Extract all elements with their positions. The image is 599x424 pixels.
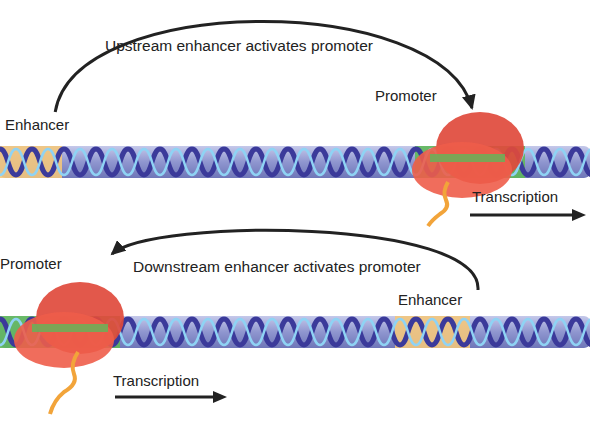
region-label: Promoter: [375, 87, 437, 105]
activation-arrow: [112, 230, 478, 290]
dna-region: Enhancer: [392, 290, 480, 352]
region-label: Promoter: [0, 255, 62, 273]
edge-label: Downstream enhancer activates promoter: [133, 258, 421, 276]
promoter-contact: [32, 324, 108, 332]
rna-strand: [428, 182, 448, 226]
arrow-head: [572, 209, 586, 221]
transcription-arrow: [115, 396, 215, 399]
activation-arrow: [55, 21, 472, 112]
edge-label: Upstream enhancer activates promoter: [105, 37, 373, 55]
dna-region: Enhancer: [0, 112, 80, 178]
arrow-head: [213, 391, 227, 403]
direction-label: Transcription: [113, 372, 199, 390]
transcription-arrow: [470, 214, 574, 217]
promoter-contact: [430, 154, 505, 162]
dna-region: Promoter: [0, 254, 135, 375]
rna-strand: [50, 352, 78, 414]
polymerase-lobe: [14, 312, 114, 368]
region-label: Enhancer: [398, 291, 462, 309]
region-label: Enhancer: [5, 116, 69, 134]
direction-label: Transcription: [472, 188, 558, 206]
